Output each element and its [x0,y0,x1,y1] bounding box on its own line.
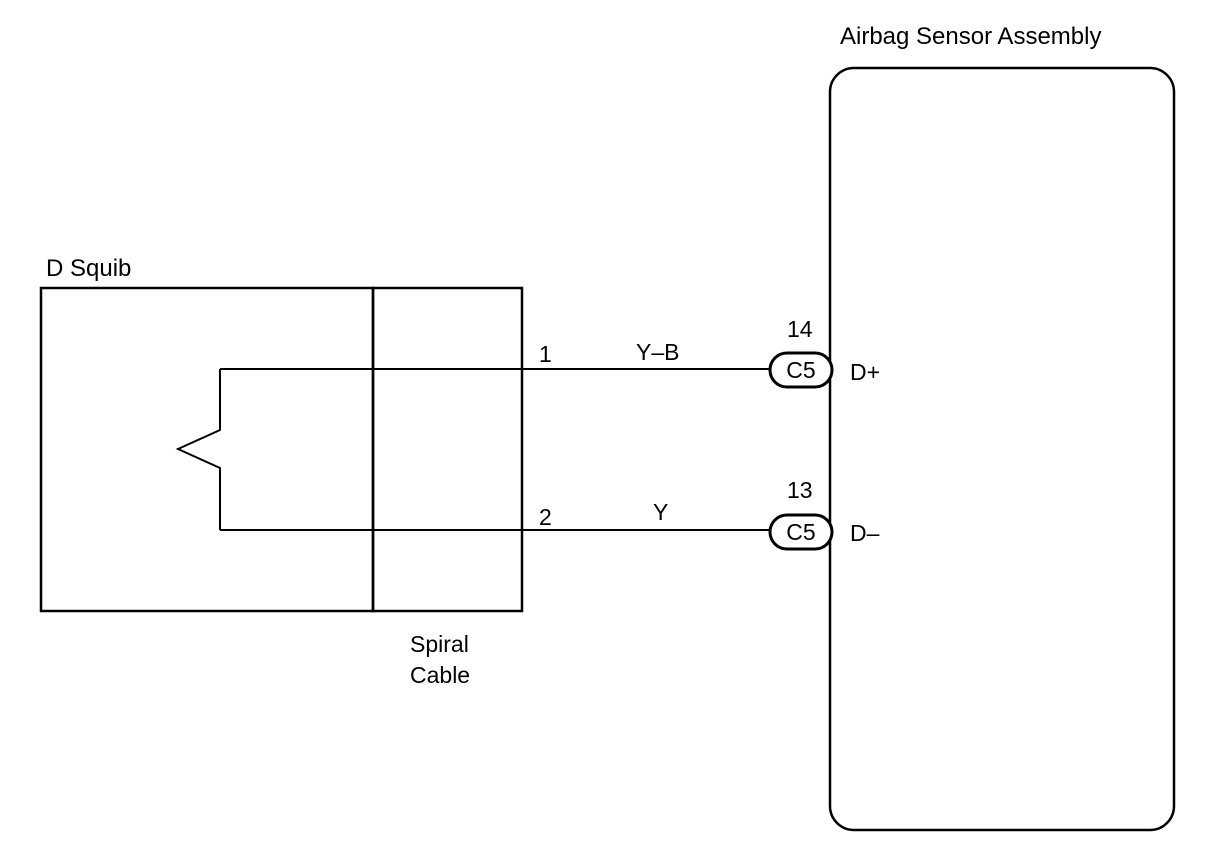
connector-c5-upper-shape [768,351,834,389]
connector-c5-upper-label: C5 [786,357,815,383]
terminal-d-minus-label: D– [850,520,880,546]
spiral-cable-label-line1: Spiral [410,631,469,657]
wire-1-connector-pin: 14 [787,316,813,342]
spiral-cable-box [371,286,524,613]
connector-c5-lower-shape [768,513,834,551]
sensor-assembly-label: Airbag Sensor Assembly [840,23,1101,50]
squib-box [39,286,375,613]
squib-element-symbol [175,369,221,530]
spiral-cable-label-line2: Cable [410,662,470,688]
squib-label: D Squib [46,255,131,282]
wire-1-spiral-pin: 1 [539,341,552,367]
wire-1-color-code: Y–B [636,339,679,365]
wire-2-spiral-pin: 2 [539,504,552,530]
terminal-d-plus-label: D+ [850,359,880,385]
wire-2-color-code: Y [653,499,668,525]
sensor-assembly-box [828,66,1176,832]
connector-c5-lower-label: C5 [786,519,815,545]
wire-2-connector-pin: 13 [787,477,813,503]
